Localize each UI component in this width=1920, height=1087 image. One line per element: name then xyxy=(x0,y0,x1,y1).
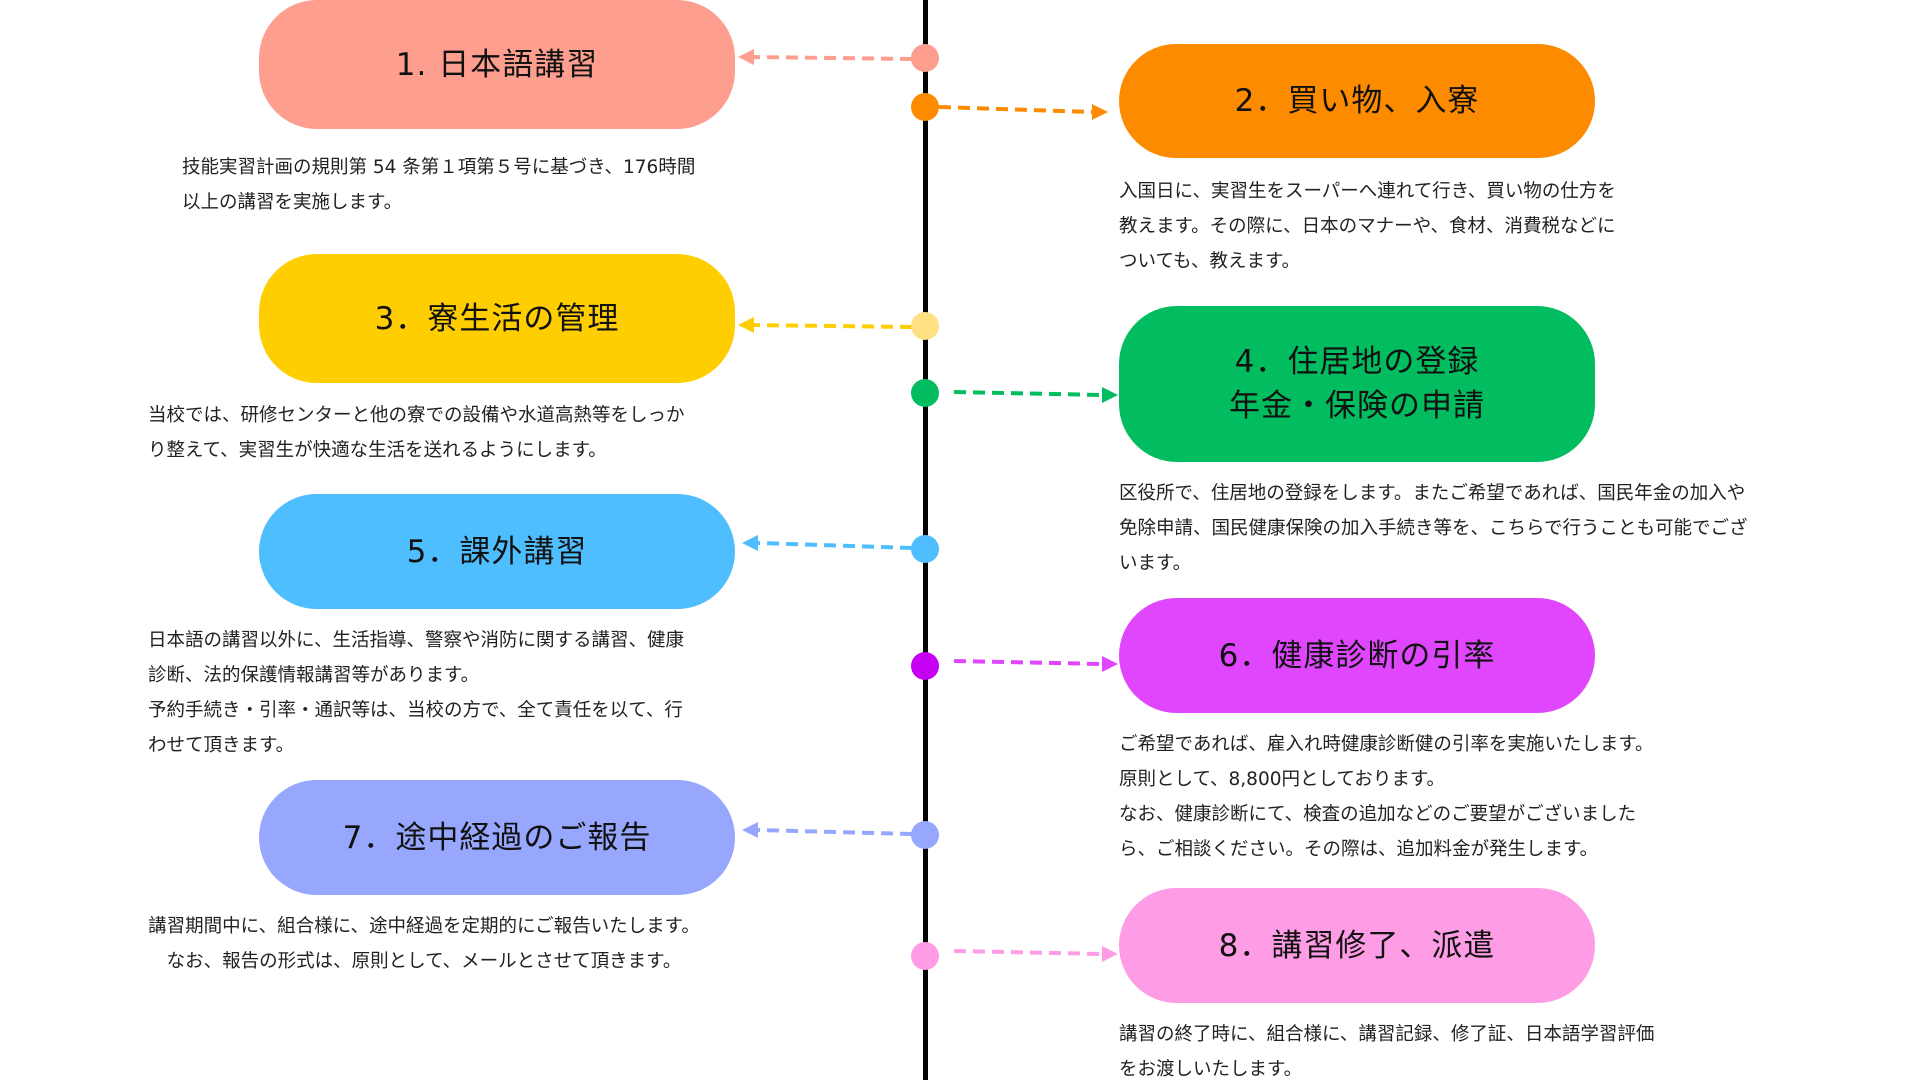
step-4-description: 区役所で、住居地の登録をします。またご希望であれば、国民年金の加入や 免除申請、… xyxy=(1119,476,1747,581)
description-line: 教えます。その際に、日本のマナーや、食材、消費税などに xyxy=(1119,216,1616,237)
description-line: 日本語の講習以外に、生活指導、警察や消防に関する講習、健康 xyxy=(148,630,684,651)
description-line: 予約手続き・引率・通訳等は、当校の方で、全て責任を以て、行 xyxy=(148,700,683,721)
arrow-head-icon xyxy=(742,535,758,551)
step-8-description: 講習の終了時に、組合様に、講習記録、修了証、日本語学習評価 をお渡しいたします。 xyxy=(1119,1017,1654,1087)
arrow-head-icon xyxy=(1102,387,1118,403)
description-line: 以上の講習を実施します。 xyxy=(182,192,403,213)
connector-step-7 xyxy=(742,821,939,849)
arrow-head-icon xyxy=(1102,656,1118,672)
description-line: をお渡しいたします。 xyxy=(1119,1059,1303,1080)
description-line: ついても、教えます。 xyxy=(1119,251,1301,272)
step-3-box: 3．寮生活の管理 xyxy=(259,254,735,383)
connector-line xyxy=(938,105,1093,114)
step-6-box: 6．健康診断の引率 xyxy=(1119,598,1595,713)
description-line: わせて頂きます。 xyxy=(148,735,295,756)
description-line: 免除申請、国民健康保険の加入手続き等を、こちらで行うことも可能でござ xyxy=(1119,518,1748,539)
arrow-head-icon xyxy=(1092,104,1108,120)
step-4-box: 4．住居地の登録 年金・保険の申請 xyxy=(1119,306,1595,462)
description-line: り整えて、実習生が快適な生活を送れるようにします。 xyxy=(148,440,607,461)
connector-line xyxy=(757,541,913,550)
connector-line xyxy=(953,949,1103,956)
connector-line xyxy=(751,323,913,329)
step-2-box: 2．買い物、入寮 xyxy=(1119,44,1595,158)
description-line: 当校では、研修センターと他の寮での設備や水道高熱等をしっか xyxy=(148,405,685,426)
connector-line xyxy=(751,55,913,61)
timeline-dot xyxy=(911,93,939,121)
timeline-dot xyxy=(911,942,939,970)
connector-step-4 xyxy=(911,379,1118,407)
arrow-head-icon xyxy=(742,822,758,838)
description-line: 入国日に、実習生をスーパーへ連れて行き、買い物の仕方を xyxy=(1119,181,1616,202)
connector-step-1 xyxy=(738,44,939,72)
step-3-description: 当校では、研修センターと他の寮での設備や水道高熱等をしっか り整えて、実習生が快… xyxy=(148,398,685,468)
step-title: 6．健康診断の引率 xyxy=(1218,637,1496,674)
timeline-dot xyxy=(911,312,939,340)
step-2-description: 入国日に、実習生をスーパーへ連れて行き、買い物の仕方を 教えます。その際に、日本… xyxy=(1119,174,1616,279)
step-title: 5．課外講習 xyxy=(406,533,588,570)
connector-line xyxy=(953,390,1103,397)
connector-step-6 xyxy=(911,652,1118,680)
connector-line xyxy=(953,659,1103,666)
step-title: 3．寮生活の管理 xyxy=(374,300,620,337)
step-1-box: 1. 日本語講習 xyxy=(259,0,735,129)
step-6-description: ご希望であれば、雇入れ時健康診断健の引率を実施いたします。 原則として、8,80… xyxy=(1119,727,1653,867)
timeline-dot xyxy=(911,652,939,680)
arrow-head-icon xyxy=(1102,946,1118,962)
step-8-box: 8．講習修了、派遣 xyxy=(1119,888,1595,1003)
step-5-description: 日本語の講習以外に、生活指導、警察や消防に関する講習、健康 診断、法的保護情報講… xyxy=(148,623,684,763)
step-title: 8．講習修了、派遣 xyxy=(1218,927,1496,964)
connector-step-3 xyxy=(738,312,939,340)
step-title: 4．住居地の登録 xyxy=(1234,344,1480,380)
description-line: ら、ご相談ください。その際は、追加料金が発生します。 xyxy=(1119,839,1599,860)
connector-step-2 xyxy=(911,93,1108,121)
connector-step-8 xyxy=(911,942,1118,970)
timeline-dot xyxy=(911,44,939,72)
timeline-dot xyxy=(911,821,939,849)
step-1-description: 技能実習計画の規則第 54 条第１項第５号に基づき、176時間 以上の講習を実施… xyxy=(182,150,695,220)
step-7-description: 講習期間中に、組合様に、途中経過を定期的にご報告いたします。 なお、報告の形式は… xyxy=(118,909,730,979)
description-line: 原則として、8,800円としております。 xyxy=(1119,769,1446,790)
step-5-box: 5．課外講習 xyxy=(259,494,735,609)
description-line: 講習期間中に、組合様に、途中経過を定期的にご報告いたします。 xyxy=(148,916,700,937)
step-title: 年金・保険の申請 xyxy=(1229,388,1485,424)
description-line: なお、健康診断にて、検査の追加などのご要望がございました xyxy=(1119,804,1637,825)
arrow-head-icon xyxy=(738,49,754,65)
timeline-dot xyxy=(911,535,939,563)
connector-line xyxy=(757,828,913,836)
description-line: ご希望であれば、雇入れ時健康診断健の引率を実施いたします。 xyxy=(1119,734,1654,755)
step-7-box: 7．途中経過のご報告 xyxy=(259,780,735,895)
description-line: 診断、法的保護情報講習等があります。 xyxy=(148,665,480,686)
description-line: 技能実習計画の規則第 54 条第１項第５号に基づき、176時間 xyxy=(182,157,696,178)
step-title: 7．途中経過のご報告 xyxy=(342,819,652,856)
timeline-dot xyxy=(911,379,939,407)
description-line: なお、報告の形式は、原則として、メールとさせて頂きます。 xyxy=(166,951,682,972)
arrow-head-icon xyxy=(738,317,754,333)
connector-step-5 xyxy=(742,535,939,563)
step-title: 2．買い物、入寮 xyxy=(1234,83,1480,119)
description-line: 区役所で、住居地の登録をします。またご希望であれば、国民年金の加入や xyxy=(1119,483,1746,504)
description-line: います。 xyxy=(1119,553,1192,574)
description-line: 講習の終了時に、組合様に、講習記録、修了証、日本語学習評価 xyxy=(1119,1024,1655,1045)
step-title: 1. 日本語講習 xyxy=(395,46,599,83)
